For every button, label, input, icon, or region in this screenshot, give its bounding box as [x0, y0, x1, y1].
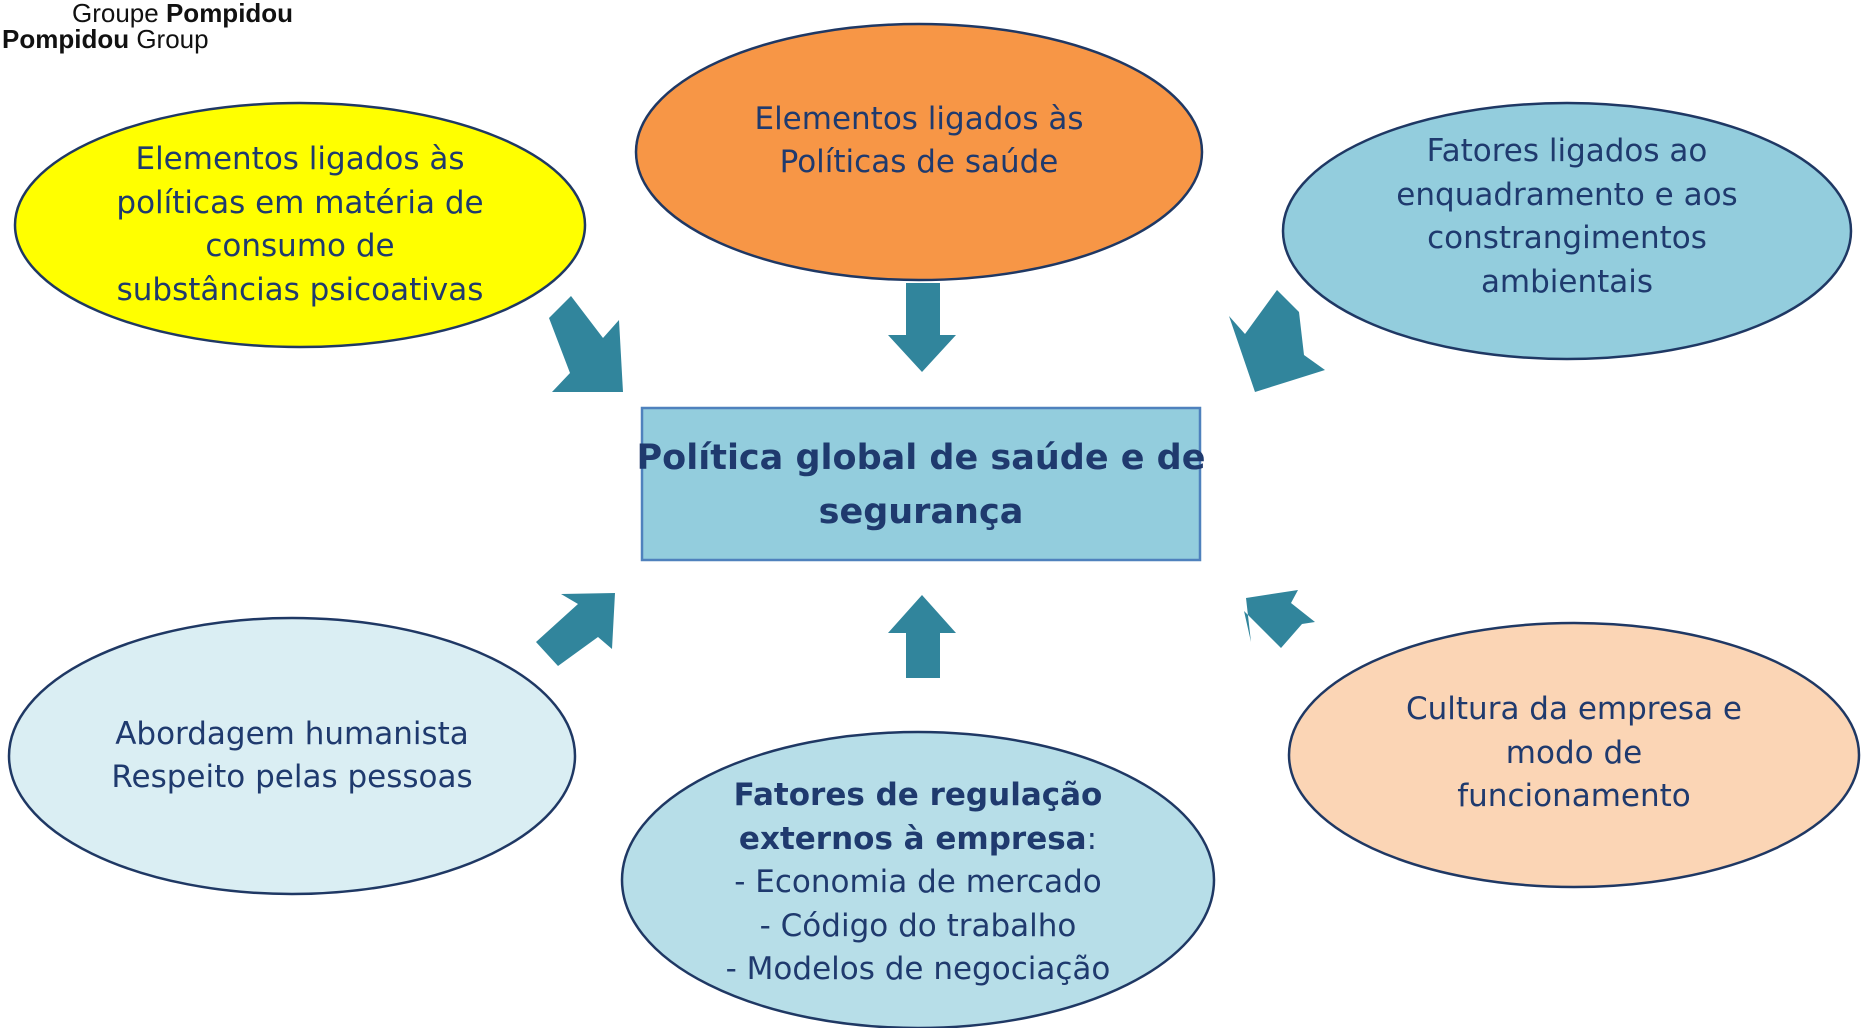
yellow-line-4: substâncias psicoativas	[116, 271, 484, 308]
yellow-ellipse	[13, 101, 587, 349]
center-line-1: Política global de saúde e de	[636, 438, 1206, 478]
blue-right-line-4: ambientais	[1480, 263, 1654, 300]
pompidou-logo: Groupe Pompidou Pompidou Group	[0, 0, 293, 52]
bottom-bold-line-1: Fatores de regulação	[733, 777, 1103, 814]
arrow-diag-top-left	[549, 296, 623, 392]
left-bottom-node-text: Abordagem humanista Respeito pelas pesso…	[52, 711, 532, 801]
peach-node-text: Cultura da empresa e modo de funcionamen…	[1334, 686, 1814, 821]
bottom-item-2: - Código do trabalho	[759, 907, 1077, 944]
yellow-line-2: políticas em matéria de	[116, 184, 484, 221]
bottom-ellipse	[620, 730, 1216, 1028]
bottom-bold-line-2: externos à empresa	[738, 820, 1087, 857]
logo-line2-suffix: Group	[136, 24, 209, 54]
arrow-diag-bottom-left	[536, 593, 615, 666]
blue-right-line-1: Fatores ligados ao	[1426, 133, 1708, 169]
arrow-down-center	[888, 283, 956, 372]
center-title: Política global de saúde e de segurança	[637, 410, 1206, 560]
center-box	[640, 406, 1202, 562]
blue-right-line-2: enquadramento e aos	[1396, 176, 1738, 213]
logo-line1-prefix: Groupe	[72, 0, 159, 28]
bottom-node-text: Fatores de regulação externos à empresa:…	[678, 768, 1158, 998]
blue-right-node-text: Fatores ligados ao enquadramento e aos c…	[1327, 127, 1807, 307]
peach-line-3: funcionamento	[1457, 778, 1691, 815]
orange-ellipse	[634, 22, 1204, 282]
bottom-item-3: - Modelos de negociação	[725, 951, 1111, 988]
blue-right-line-3: constrangimentos	[1427, 220, 1707, 256]
arrow-diag-top-right	[1229, 290, 1325, 392]
peach-ellipse	[1287, 621, 1861, 889]
left-bottom-ellipse	[7, 616, 577, 896]
bottom-item-1: - Economia de mercado	[734, 864, 1102, 901]
left-bottom-line-2: Respeito pelas pessoas	[111, 759, 473, 795]
peach-line-2: modo de	[1505, 734, 1643, 771]
yellow-line-3: consumo de	[205, 228, 395, 264]
logo-line2-bold: Pompidou	[2, 24, 130, 54]
logo-line1-bold: Pompidou	[165, 0, 294, 28]
center-line-2: segurança	[818, 492, 1024, 532]
orange-line-1: Elementos ligados às	[754, 100, 1084, 137]
blue-right-ellipse	[1281, 101, 1853, 361]
yellow-line-1: Elementos ligados às	[135, 141, 465, 177]
orange-node-text: Elementos ligados às Políticas de saúde	[679, 96, 1159, 186]
left-bottom-line-1: Abordagem humanista	[115, 715, 469, 752]
arrow-up-center	[888, 595, 956, 678]
bottom-colon: :	[1086, 820, 1098, 857]
bottom-line-2: externos à empresa:	[739, 818, 1097, 862]
peach-line-1: Cultura da empresa e	[1406, 691, 1742, 728]
orange-line-2: Políticas de saúde	[779, 144, 1059, 180]
yellow-node-text: Elementos ligados às políticas em matéri…	[60, 125, 540, 325]
arrow-diag-bottom-right	[1244, 590, 1315, 648]
